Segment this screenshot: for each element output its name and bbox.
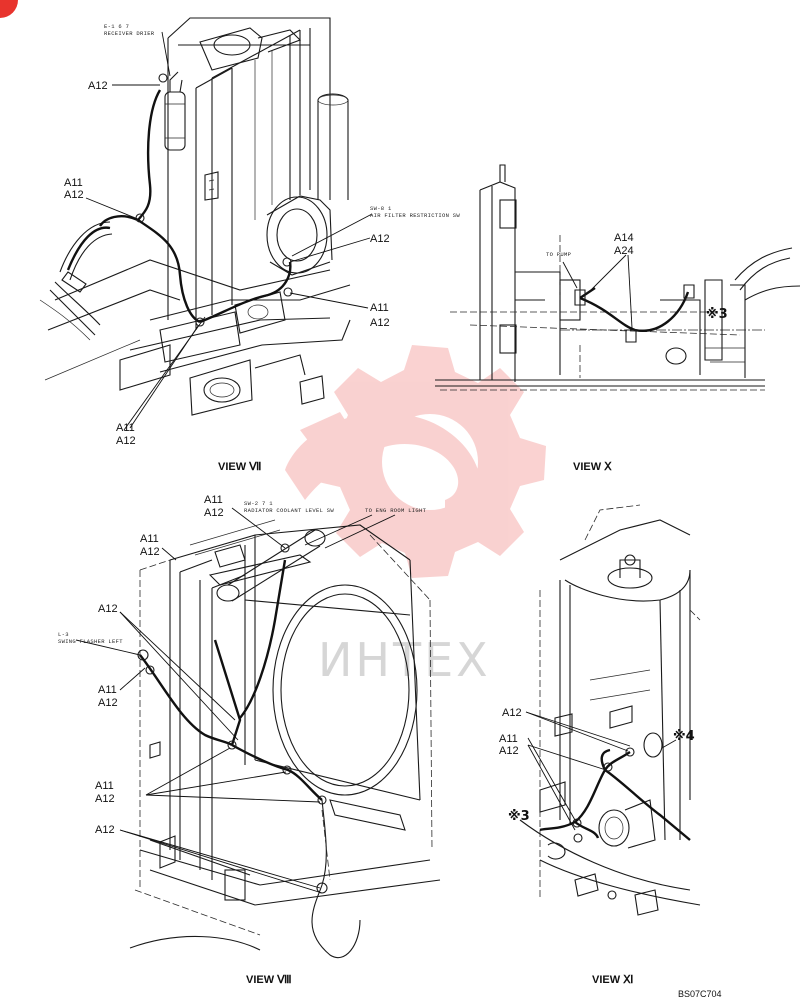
view-vii-title: VIEW Ⅶ: [218, 461, 261, 473]
part-label-a12-xi: A12: [502, 707, 522, 719]
part-label-a11-lower: A11: [95, 780, 114, 792]
note-mark-4: ※4: [673, 729, 695, 744]
view-x-title: VIEW Ⅹ: [573, 461, 612, 473]
part-label-a12-xi-lower: A12: [499, 745, 519, 757]
corner-mark: [0, 0, 18, 18]
receiver-drier-code: E-1 6 7: [104, 23, 129, 30]
watermark-logo: [285, 345, 546, 578]
part-label-a12-top: A12: [204, 507, 224, 519]
watermark-text: ИНТЕХ: [318, 633, 491, 687]
view-xi-title: VIEW Ⅺ: [592, 974, 633, 986]
to-pump-label: TO PUMP: [546, 251, 571, 258]
part-label-a12-air-filter: A12: [370, 233, 390, 245]
part-label-a11-xi: A11: [499, 733, 518, 745]
part-label-a12-upper-left: A12: [140, 546, 160, 558]
view-viii-drawing: [75, 507, 441, 959]
part-label-a11-flasher: A11: [98, 684, 117, 696]
note-mark-3-view-x: ※3: [706, 307, 728, 322]
part-label-a12-left: A12: [64, 189, 84, 201]
view-xi-drawing: [519, 504, 701, 916]
receiver-drier-name: RECEIVER DRIER: [104, 30, 155, 37]
view-viii-title: VIEW Ⅷ: [246, 974, 292, 986]
part-label-a24: A24: [614, 245, 634, 257]
part-label-a12-receiver: A12: [88, 80, 108, 92]
air-filter-name: AIR FILTER RESTRICTION SW: [370, 212, 460, 219]
radiator-code: SW-2 7 1: [244, 500, 273, 507]
part-label-a12-flasher: A12: [98, 697, 118, 709]
view-vii-drawing: [39, 17, 373, 431]
part-label-a11-right: A11: [370, 302, 389, 314]
part-label-a11-upper-left: A11: [140, 533, 159, 545]
drawing-code: BS07C704: [678, 989, 722, 999]
swing-flasher-code: L-3: [58, 631, 69, 638]
radiator-name: RADIATOR COOLANT LEVEL SW: [244, 507, 334, 514]
part-label-a14: A14: [614, 232, 634, 244]
part-label-a12-bottom: A12: [116, 435, 136, 447]
part-label-a11-bottom: A11: [116, 422, 135, 434]
part-label-a12-base: A12: [95, 824, 115, 836]
part-label-a12-lower: A12: [95, 793, 115, 805]
part-label-a12-right: A12: [370, 317, 390, 329]
to-eng-room-light-label: TO ENG ROOM LIGHT: [365, 507, 427, 514]
swing-flasher-name: SWING FLASHER LEFT: [58, 638, 123, 645]
note-mark-3-view-xi: ※3: [508, 809, 530, 824]
part-label-a11-top: A11: [204, 494, 223, 506]
air-filter-code: SW-8 1: [370, 205, 392, 212]
part-label-a12-mid: A12: [98, 603, 118, 615]
view-x-drawing: [435, 164, 801, 391]
part-label-a11-left: A11: [64, 177, 83, 189]
